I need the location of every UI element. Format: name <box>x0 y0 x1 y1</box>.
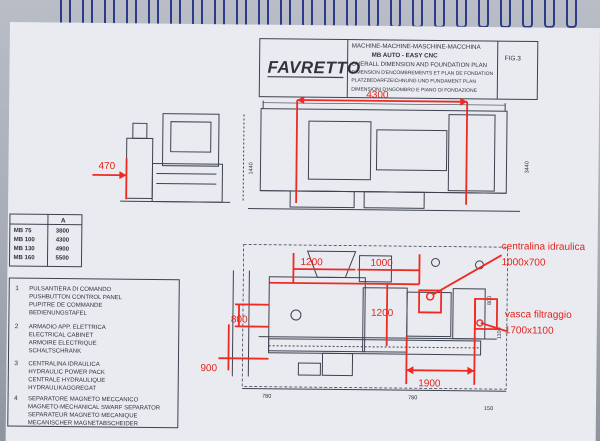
size-table: A MB 75 3800 MB 100 4300 MB 130 4900 MB … <box>8 213 83 268</box>
plan-dim-780-bottom: 780 <box>408 395 417 401</box>
dim-1200-mid: 1200 <box>371 308 394 319</box>
legend-line: MECANISCHER MAGNETABSCHEIDER <box>28 420 139 427</box>
binding-ring <box>390 0 401 28</box>
legend-line: HYDRAULIC POWER PACK <box>28 369 105 376</box>
legend-block: 1 PULSANTIERA DI COMANDO PUSHBUTTON CONT… <box>7 277 180 429</box>
legend-line: PUPITRE DE COMMANDE <box>29 302 102 309</box>
binding-ring <box>412 0 423 28</box>
legend-line: ELECTRICAL CABINET <box>29 332 94 339</box>
annotation-4300: 4300 <box>295 90 469 205</box>
size-row-model: MB 75 <box>14 228 32 234</box>
legend-line: SCHALTSCHRANK <box>29 348 82 355</box>
size-row-model: MB 100 <box>14 237 36 243</box>
binding-ring <box>478 0 489 28</box>
drawing-sheet: FAVRETTO MACHINE-MACHINE-MASCHINE-MACCHI… <box>5 22 600 441</box>
size-row-value: 4300 <box>56 237 70 243</box>
front-dimension: 3440 <box>524 161 530 173</box>
plan-red-annotations: 1200 1000 1200 800 900 <box>200 252 508 390</box>
title-line-2: MB AUTO - EASY CNC <box>372 52 438 60</box>
dim-1000: 1000 <box>370 258 393 269</box>
binding-ring <box>346 0 357 28</box>
legend-line: CENTRALE HYDRAULIQUE <box>28 377 105 384</box>
legend-line: PUSHBUTTON CONTROL PANEL <box>29 294 123 301</box>
annotation-470: 470 <box>92 158 128 200</box>
plan-dim-150: 150 <box>484 406 493 412</box>
binding-ring <box>456 0 467 28</box>
legend-line: PULSANTIERA DI COMANDO <box>29 286 111 293</box>
legend-line: BEDIENUNGSTAFEL <box>29 310 88 317</box>
dim-470: 470 <box>98 161 115 172</box>
title-line-6: DIMENSIONI D'INGOMBRO E PIANO DI FONDAZI… <box>351 87 477 94</box>
legend-number: 4 <box>14 395 18 402</box>
hydraulic-unit-size: 1000x700 <box>501 257 545 268</box>
binding-ring <box>368 0 379 28</box>
technical-drawing: FAVRETTO MACHINE-MACHINE-MASCHINE-MACCHI… <box>7 38 586 429</box>
legend-line: MAGNETO-MECHANICAL SWARF SEPARATOR <box>28 404 161 411</box>
legend-item-4: 4 SEPARATORE MAGNETO MECCANICO MAGNETO-M… <box>14 395 161 427</box>
figure-number: FIG.3 <box>505 55 522 62</box>
title-line-3: OVERALL DIMENSION AND FOUNDATION PLAN <box>352 62 487 69</box>
legend-line: CENTRALINA IDRAULICA <box>28 361 99 368</box>
filter-tank-label: vasca filtraggio <box>505 309 572 321</box>
binding-ring <box>434 0 445 28</box>
plan-dim-1100: 1100 <box>497 327 503 339</box>
legend-line: ARMADIO APP. ELETTRICA <box>29 324 106 331</box>
plan-dim-800: 800 <box>487 296 493 305</box>
legend-number: 2 <box>15 323 19 330</box>
size-row-value: 3800 <box>56 228 70 234</box>
height-dimension: 1440 <box>248 162 254 174</box>
legend-item-1: 1 PULSANTIERA DI COMANDO PUSHBUTTON CONT… <box>15 285 123 317</box>
legend-line: HYDRAULIKAGGREGAT <box>28 385 96 392</box>
legend-line: SEPARATEUR MAGNETO MECANIQUE <box>28 412 138 419</box>
binding-ring <box>500 0 511 28</box>
title-line-4: DIMENSION D'ENCOMBREMENTS ET PLAN DE FON… <box>351 70 493 77</box>
size-row-value: 5500 <box>55 255 69 261</box>
title-line-5: PLATZBEDARFZEICHNUNG UND FUNDAMENT PLAN <box>351 78 476 85</box>
binding-ring <box>566 0 577 28</box>
legend-item-3: 3 CENTRALINA IDRAULICA HYDRAULIC POWER P… <box>14 360 105 392</box>
dim-900: 900 <box>200 363 217 374</box>
legend-number: 1 <box>15 285 19 292</box>
binding-ring <box>280 0 291 28</box>
legend-item-2: 2 ARMADIO APP. ELETTRICA ELECTRICAL CABI… <box>15 323 106 355</box>
dim-top-width: 4300 <box>366 90 389 101</box>
binding-ring <box>302 0 313 28</box>
hydraulic-unit-label: centralina idraulica <box>502 241 586 253</box>
logo-text: FAVRETTO <box>267 58 360 78</box>
dim-1900: 1900 <box>418 378 441 389</box>
legend-line: ARMOIRE ELECTRIQUE <box>29 340 97 347</box>
binding-ring <box>544 0 555 28</box>
binding-ring <box>324 0 335 28</box>
size-table-header: A <box>61 218 66 225</box>
dim-800: 800 <box>231 314 248 325</box>
elevation-view: 1440 3440 <box>120 100 531 212</box>
binding-ring <box>522 0 533 28</box>
size-row-model: MB 160 <box>13 255 35 261</box>
size-row-model: MB 130 <box>14 246 36 252</box>
title-line-1: MACHINE-MACHINE-MASCHINE-MACCHINA <box>352 43 482 51</box>
legend-line: SEPARATORE MAGNETO MECCANICO <box>28 396 139 403</box>
filter-tank-size: 1700x1100 <box>505 325 554 337</box>
plan-dim-780-left: 780 <box>262 394 271 400</box>
dim-1200-top: 1200 <box>300 257 323 268</box>
size-row-value: 4900 <box>56 246 70 252</box>
title-block: FAVRETTO MACHINE-MACHINE-MASCHINE-MACCHI… <box>258 38 539 101</box>
legend-number: 3 <box>14 360 18 367</box>
